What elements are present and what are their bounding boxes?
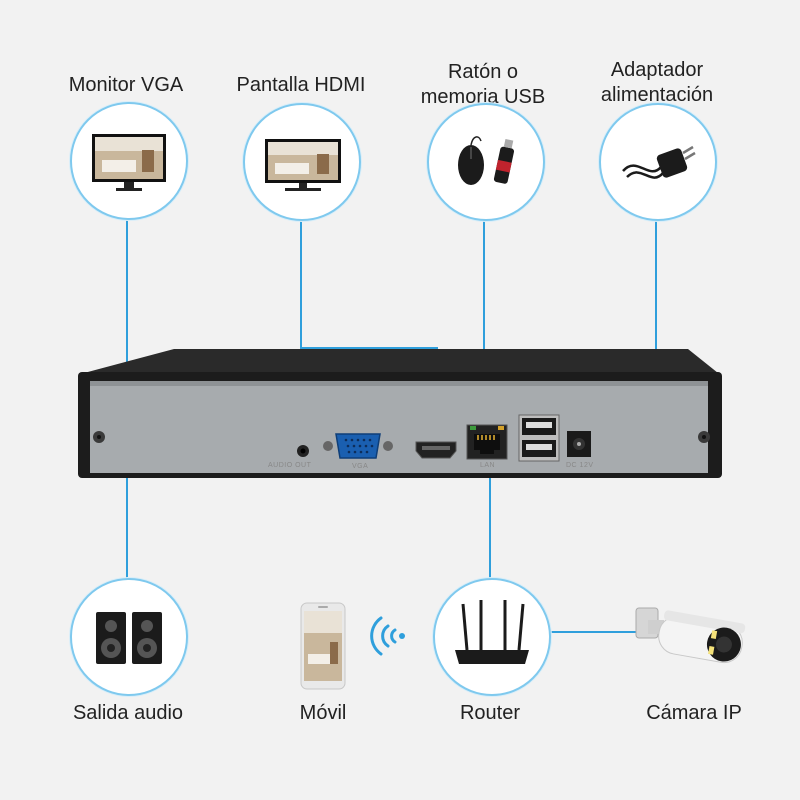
vga-monitor-circle	[70, 102, 188, 220]
hdmi-display-label: Pantalla HDMI	[236, 74, 366, 96]
hdmi-display-circle	[243, 103, 361, 221]
power-label-line2: alimentación	[600, 84, 714, 106]
mobile-label: Móvil	[299, 702, 347, 724]
ip-camera-label: Cámara IP	[646, 702, 742, 724]
speakers-icon	[96, 612, 162, 664]
usb-circle	[427, 103, 545, 221]
usb-label-line2: memoria USB	[420, 86, 546, 108]
power-adapter-icon	[622, 145, 696, 179]
power-adapter-circle	[599, 103, 717, 221]
dc-label: DC 12V	[566, 462, 594, 469]
router-label: Router	[459, 702, 521, 724]
vga-label: VGA	[352, 463, 369, 470]
audio-circle	[70, 578, 188, 696]
router-circle	[433, 578, 551, 696]
router-icon	[455, 600, 529, 664]
audio-out-port	[297, 445, 309, 457]
dc-power-port	[567, 431, 591, 457]
hdmi-monitor-icon	[265, 139, 341, 191]
wifi-icon	[370, 616, 405, 656]
lan-label: LAN	[480, 462, 496, 469]
usb-label-line1: Ratón o	[447, 61, 519, 83]
audio-out-label: AUDIO OUT	[268, 462, 312, 469]
usb-ports	[518, 414, 560, 462]
vga-monitor-label: Monitor VGA	[68, 74, 184, 96]
power-label-line1: Adaptador	[610, 59, 704, 81]
vga-port	[323, 433, 393, 459]
lan-port	[466, 424, 508, 460]
usb-label: Ratón o memoria USB	[400, 60, 566, 110]
hdmi-port	[415, 441, 457, 459]
nvr-recorder	[78, 349, 722, 478]
mouse-icon	[458, 136, 484, 185]
usb-stick-icon	[493, 138, 515, 184]
ip-camera-icon	[635, 607, 746, 664]
smartphone-icon	[300, 602, 346, 690]
audio-output-label: Salida audio	[72, 702, 184, 724]
vga-monitor-icon	[92, 134, 166, 191]
power-adapter-label: Adaptador alimentación	[580, 58, 734, 108]
